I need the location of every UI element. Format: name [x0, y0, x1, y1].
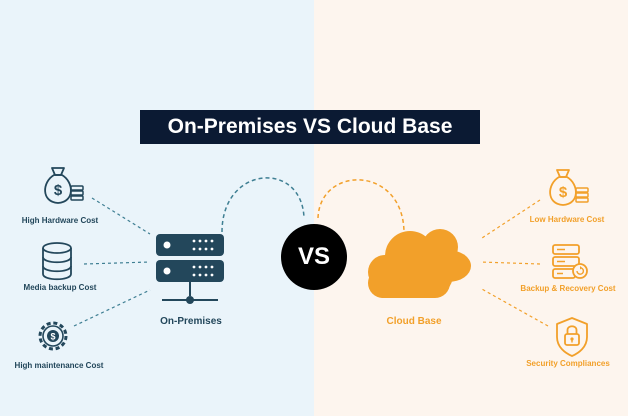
server-backup-icon [552, 244, 588, 279]
page-title: On-Premises VS Cloud Base [140, 110, 480, 144]
left-link-1 [91, 197, 151, 235]
right-item-2-label: Backup & Recovery Cost [520, 284, 616, 293]
svg-text:$: $ [559, 184, 568, 201]
left-item-2-label: Media backup Cost [23, 283, 97, 292]
right-background [314, 0, 628, 416]
server-rack-icon [156, 234, 224, 304]
right-item-3-label: Security Compliances [526, 359, 610, 368]
right-link-3 [479, 287, 549, 327]
svg-text:$: $ [54, 182, 63, 199]
left-link-3 [73, 289, 151, 327]
left-item-3-label: High maintenance Cost [14, 361, 104, 370]
cloud-icon [368, 229, 471, 298]
left-link-2 [83, 261, 151, 265]
cloud-base-label: Cloud Base [386, 316, 442, 327]
left-item-1-label: High Hardware Cost [21, 216, 99, 225]
svg-text:$: $ [50, 332, 55, 342]
money-bag-icon: $ [549, 169, 589, 206]
database-icon [42, 242, 72, 281]
vs-label: VS [297, 243, 330, 270]
right-item-1-label: Low Hardware Cost [529, 215, 605, 224]
left-connector-arc [221, 177, 305, 233]
vs-circle [281, 224, 347, 290]
money-bag-icon: $ [44, 167, 84, 204]
gear-dollar-icon: $ [38, 321, 68, 351]
right-link-2 [479, 261, 541, 265]
on-premises-label: On-Premises [160, 316, 222, 327]
right-connector-arc [317, 179, 405, 233]
shield-lock-icon [556, 317, 588, 357]
